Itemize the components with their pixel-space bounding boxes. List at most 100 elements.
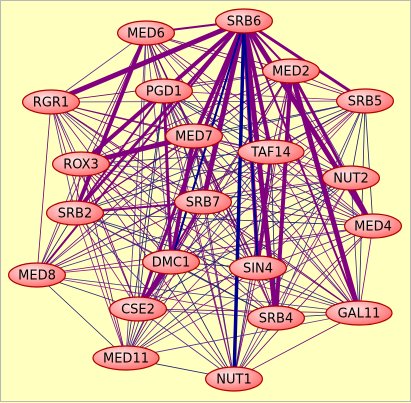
edge-pgd1-sin4 [163,90,259,269]
node-label: MED11 [103,352,149,367]
edge-srb7-nut1 [202,201,235,380]
node-med8[interactable]: MED8 [8,262,66,288]
node-ellipse [344,213,403,239]
node-srb2[interactable]: SRB2 [45,200,104,226]
node-ellipse [135,78,194,104]
edge-taf14-med8 [36,151,272,276]
edge-med2-taf14 [270,70,292,153]
edge-rox3-dmc1 [80,163,172,263]
node-ellipse [8,262,66,288]
edge-dmc1-nut1 [170,261,235,380]
edge-med7-gal11 [193,135,360,314]
edge-blue-srb6-nut1 [232,19,246,381]
node-med4[interactable]: MED4 [344,213,403,239]
edge-srb2-cse2 [74,212,139,310]
node-taf14[interactable]: TAF14 [237,139,305,165]
edge-srb5-nut2 [350,100,366,179]
edge-srb7-med4 [202,201,374,227]
node-ellipse [229,255,288,281]
node-ellipse [215,8,274,34]
node-ellipse [108,296,167,322]
edge-thick-srb6-srb7 [200,18,247,205]
edge-srb5-med4 [364,100,374,227]
node-rgr1[interactable]: RGR1 [22,89,80,115]
edge-med6-rox3 [80,32,147,165]
node-label: DMC1 [152,256,191,271]
node-cse2[interactable]: CSE2 [108,296,167,322]
edge-rgr1-med8 [36,101,52,276]
node-ellipse [165,123,224,149]
edge-med2-sin4 [257,70,292,269]
edge-med4-med11 [125,225,374,359]
node-label: MED6 [127,27,165,42]
edge-srb7-med8 [36,201,204,276]
node-nut2[interactable]: NUT2 [322,165,381,191]
node-label: RGR1 [33,96,69,111]
edge-pgd1-cse2 [137,90,165,310]
edge-gal11-med11 [125,312,360,359]
node-label: MED2 [272,65,310,80]
edge-rox3-cse2 [80,163,139,310]
edge-srb5-med7 [193,100,366,137]
node-dmc1[interactable]: DMC1 [142,249,201,275]
node-med7[interactable]: MED7 [165,123,224,149]
edge-med6-rgr1 [50,32,147,103]
node-label: TAF14 [250,146,291,161]
edge-med6-dmc1 [145,32,172,263]
edge-med4-nut1 [233,225,374,380]
node-srb4[interactable]: SRB4 [247,305,306,331]
node-label: SRB5 [348,95,382,110]
node-ellipse [174,189,233,215]
edge-thick-pgd1-dmc1 [162,89,173,264]
node-srb6[interactable]: SRB6 [215,8,274,34]
edge-nut2-dmc1 [170,177,352,263]
node-ellipse [51,151,110,177]
node-ellipse [205,366,264,392]
edge-pgd1-srb5 [163,90,366,102]
node-label: NUT2 [333,172,368,187]
node-ellipse [237,139,305,165]
node-label: CSE2 [121,303,155,318]
node-label: NUT1 [216,373,251,388]
edge-med4-srb4 [275,225,374,319]
edge-thick-srb6-taf14 [242,19,273,154]
node-pgd1[interactable]: PGD1 [135,78,194,104]
node-ellipse [322,165,381,191]
edge-gal11-nut1 [233,312,360,380]
node-label: SRB4 [259,312,293,327]
edge-taf14-med11 [125,151,272,359]
edge-thick-med6-srb2 [73,31,148,215]
edge-cse2-nut1 [137,308,235,380]
edge-srb7-med11 [125,201,204,359]
node-rox3[interactable]: ROX3 [51,151,110,177]
node-sin4[interactable]: SIN4 [229,255,288,281]
node-med11[interactable]: MED11 [92,345,160,371]
edge-thick-med2-med4 [289,69,375,228]
node-ellipse [142,249,201,275]
node-ellipse [325,300,393,326]
node-gal11[interactable]: GAL11 [325,300,393,326]
edge-srb2-gal11 [74,212,360,314]
node-ellipse [45,200,104,226]
node-label: GAL11 [338,307,381,322]
node-med2[interactable]: MED2 [262,58,321,84]
edge-rgr1-sin4 [50,101,259,269]
node-srb7[interactable]: SRB7 [174,189,233,215]
edge-thick-srb6-srb2 [73,19,246,215]
edge-nut2-med8 [36,177,352,276]
node-nut1[interactable]: NUT1 [205,366,264,392]
node-label: PGD1 [146,85,182,100]
node-label: SRB6 [227,15,261,30]
edge-thick-rgr1-srb6 [49,19,246,104]
node-label: SRB7 [186,196,220,211]
node-srb5[interactable]: SRB5 [336,88,395,114]
edge-rgr1-med11 [50,101,127,359]
node-label: ROX3 [63,158,99,173]
edge-med7-srb4 [193,135,277,319]
node-med6[interactable]: MED6 [116,20,175,46]
edge-srb2-sin4 [74,212,259,269]
edge-srb2-med11 [74,212,127,359]
node-label: MED4 [354,220,392,235]
node-ellipse [247,305,306,331]
